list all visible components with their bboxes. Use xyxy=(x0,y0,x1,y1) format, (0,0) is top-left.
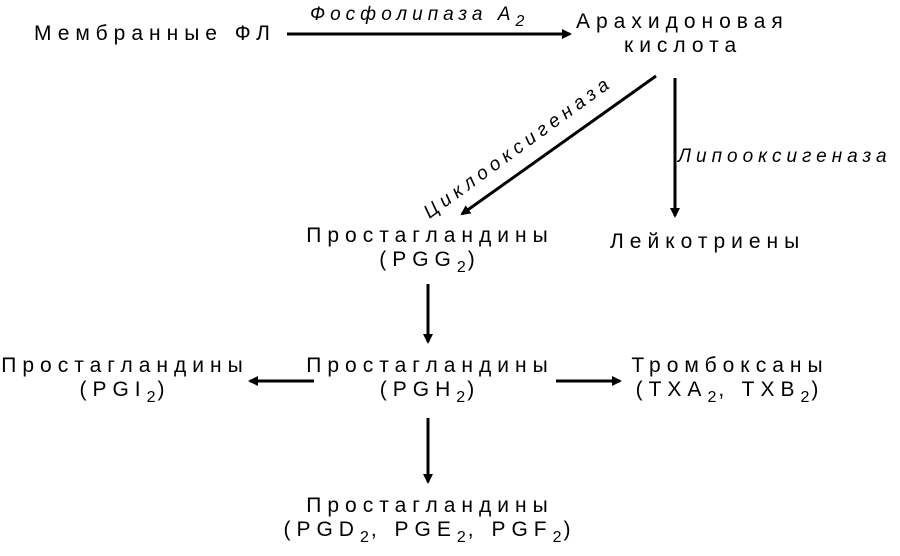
node-pgg2-line2: (PGG2) xyxy=(379,248,481,276)
node-pgdef-line2: (PGD2, PGE2, PGF2) xyxy=(283,518,577,546)
node-prostaglandins-pgh2: Простагландины (PGH2) xyxy=(300,354,560,410)
node-leukotrienes: Лейкотриены xyxy=(610,230,806,253)
node-pgg2-line1: Простагландины xyxy=(306,224,554,247)
node-prostaglandins-pgg2: Простагландины (PGG2) xyxy=(300,224,560,280)
node-arachidonic-line1: Арахидоновая xyxy=(576,10,789,33)
node-arachidonic-line2: кислота xyxy=(624,34,743,57)
enzyme-phospholipase-subscript: 2 xyxy=(515,13,527,30)
enzyme-lipoxygenase: Липооксигеназа xyxy=(678,146,892,167)
arrow-arachidonic-to-pgg2 xyxy=(460,74,657,216)
node-prostaglandins-pgi2: Простагландины (PGI2) xyxy=(0,354,250,410)
node-arachidonic-acid: Арахидоновая кислота xyxy=(576,10,796,58)
node-pgh2-line1: Простагландины xyxy=(306,354,554,377)
node-thromboxanes-line1: Тромбоксаны xyxy=(631,354,829,377)
node-pgh2-line2: (PGH2) xyxy=(379,378,481,406)
node-thromboxanes: Тромбоксаны (TXA2, TXB2) xyxy=(620,354,840,410)
node-pgdef-line1: Простагландины xyxy=(306,494,554,517)
node-prostaglandins-pgd-pge-pgf: Простагландины (PGD2, PGE2, PGF2) xyxy=(270,494,590,550)
enzyme-phospholipase: Фосфолипаза А2 xyxy=(310,4,527,30)
node-pgi2-line2: (PGI2) xyxy=(79,378,171,406)
node-pgi2-line1: Простагландины xyxy=(1,354,249,377)
node-membrane-phospholipids: Мембранные ФЛ xyxy=(34,22,276,45)
node-thromboxanes-line2: (TXA2, TXB2) xyxy=(635,378,825,406)
